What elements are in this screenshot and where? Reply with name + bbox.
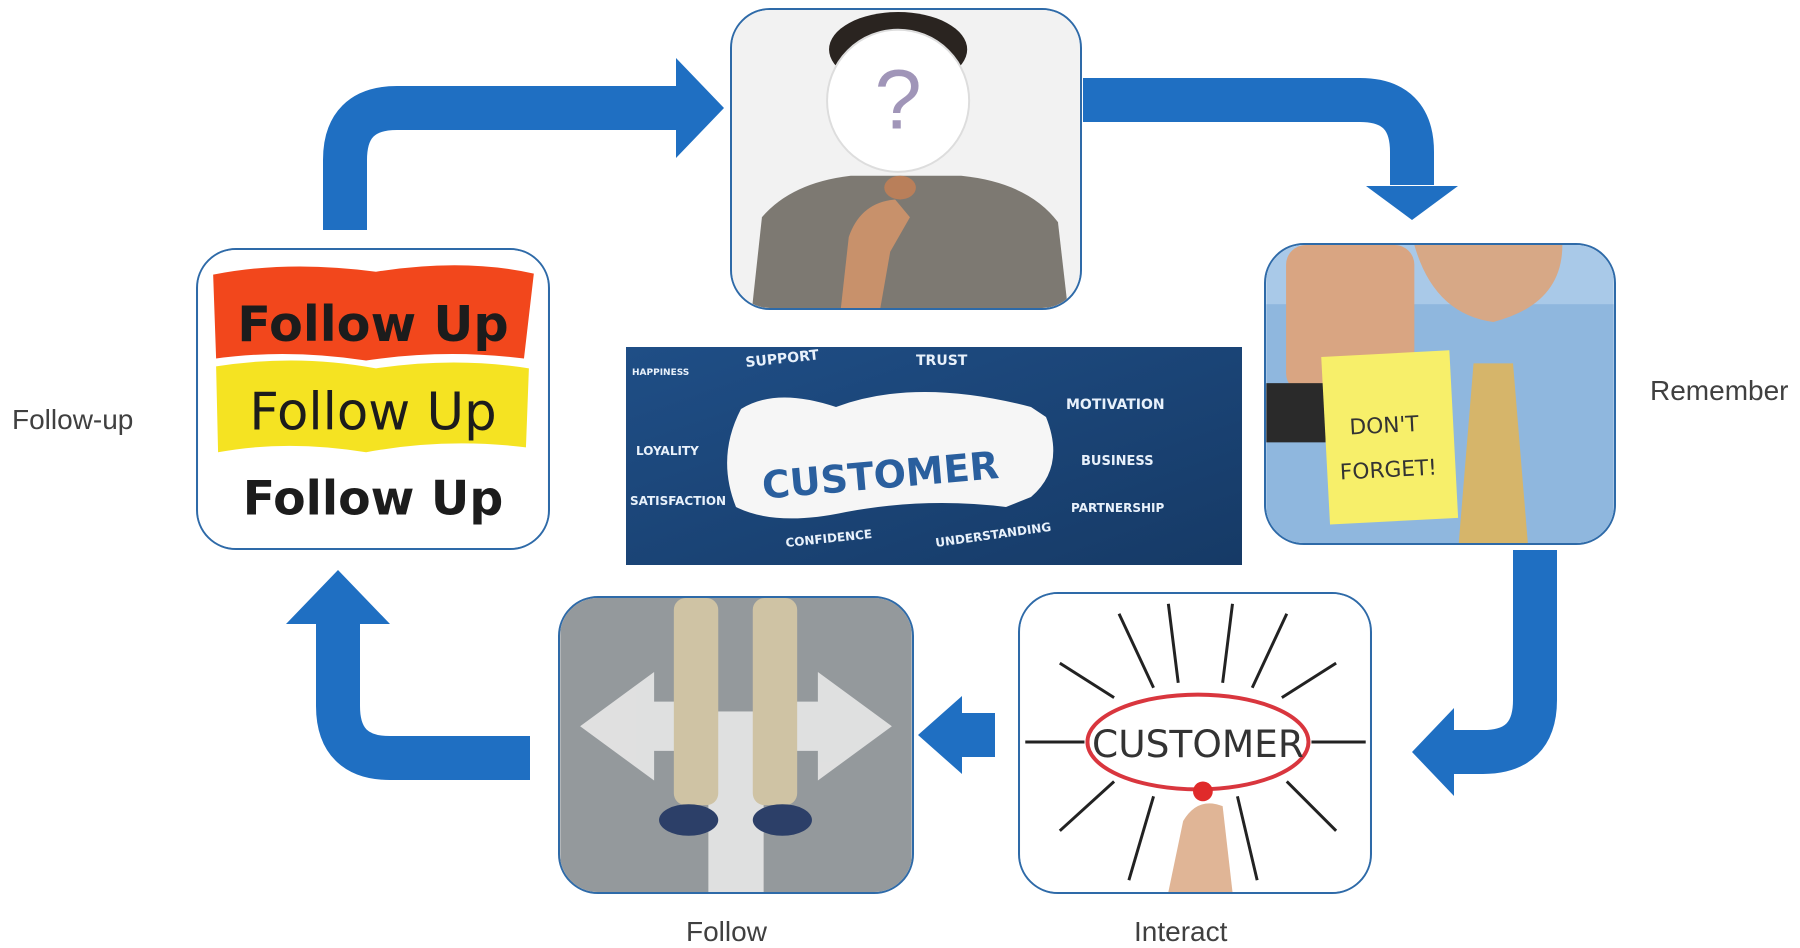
arrowhead-interact: [1412, 708, 1454, 796]
remember-node: DON'T FORGET!: [1264, 243, 1616, 545]
followup-line3: Follow Up: [243, 471, 504, 526]
followup-node: Follow Up Follow Up Follow Up: [196, 248, 550, 550]
crossroads-arrows-image: [560, 598, 912, 892]
arrowhead-followup: [286, 570, 390, 624]
label-followup: Follow-up: [12, 404, 134, 435]
follow-node: [558, 596, 914, 894]
note-line1: DON'T: [1349, 412, 1420, 441]
dont-forget-note-image: DON'T FORGET!: [1266, 245, 1614, 543]
follow-up-banners-image: Follow Up Follow Up Follow Up: [198, 250, 548, 548]
svg-text:MOTIVATION: MOTIVATION: [1066, 397, 1165, 413]
person-question-image: ?: [732, 10, 1080, 308]
note-line2: FORGET!: [1339, 455, 1437, 485]
customer-focus-image: CUSTOMER: [1020, 594, 1370, 892]
followup-line1: Follow Up: [237, 295, 508, 353]
arrowhead-remember: [1366, 186, 1458, 220]
interact-node: CUSTOMER: [1018, 592, 1372, 894]
svg-text:PARTNERSHIP: PARTNERSHIP: [1071, 501, 1164, 515]
label-interact: Interact: [1134, 916, 1228, 947]
svg-text:LOYALITY: LOYALITY: [636, 444, 699, 458]
arrowhead-follow: [918, 696, 962, 774]
svg-text:SUPPORT: SUPPORT: [745, 347, 820, 371]
label-remember: Remember: [1650, 375, 1789, 406]
label-follow: Follow: [686, 916, 767, 947]
arrow-followup-to-research: [323, 86, 680, 230]
followup-line2: Follow Up: [249, 383, 496, 443]
arrow-follow-to-followup: [316, 620, 530, 780]
arrow-research-to-remember: [1083, 78, 1434, 185]
svg-text:TRUST: TRUST: [916, 353, 968, 369]
customer-puzzle-image: HAPPINESS SUPPORT TRUST CUSTOMER MOTIVAT…: [626, 347, 1242, 565]
research-node: ?: [730, 8, 1082, 310]
customer-text: CUSTOMER: [1092, 722, 1304, 766]
question-mark-text: ?: [875, 51, 922, 146]
arrow-remember-to-interact: [1450, 550, 1557, 774]
svg-text:HAPPINESS: HAPPINESS: [632, 368, 689, 378]
svg-text:BUSINESS: BUSINESS: [1081, 454, 1154, 469]
svg-text:SATISFACTION: SATISFACTION: [630, 494, 726, 508]
